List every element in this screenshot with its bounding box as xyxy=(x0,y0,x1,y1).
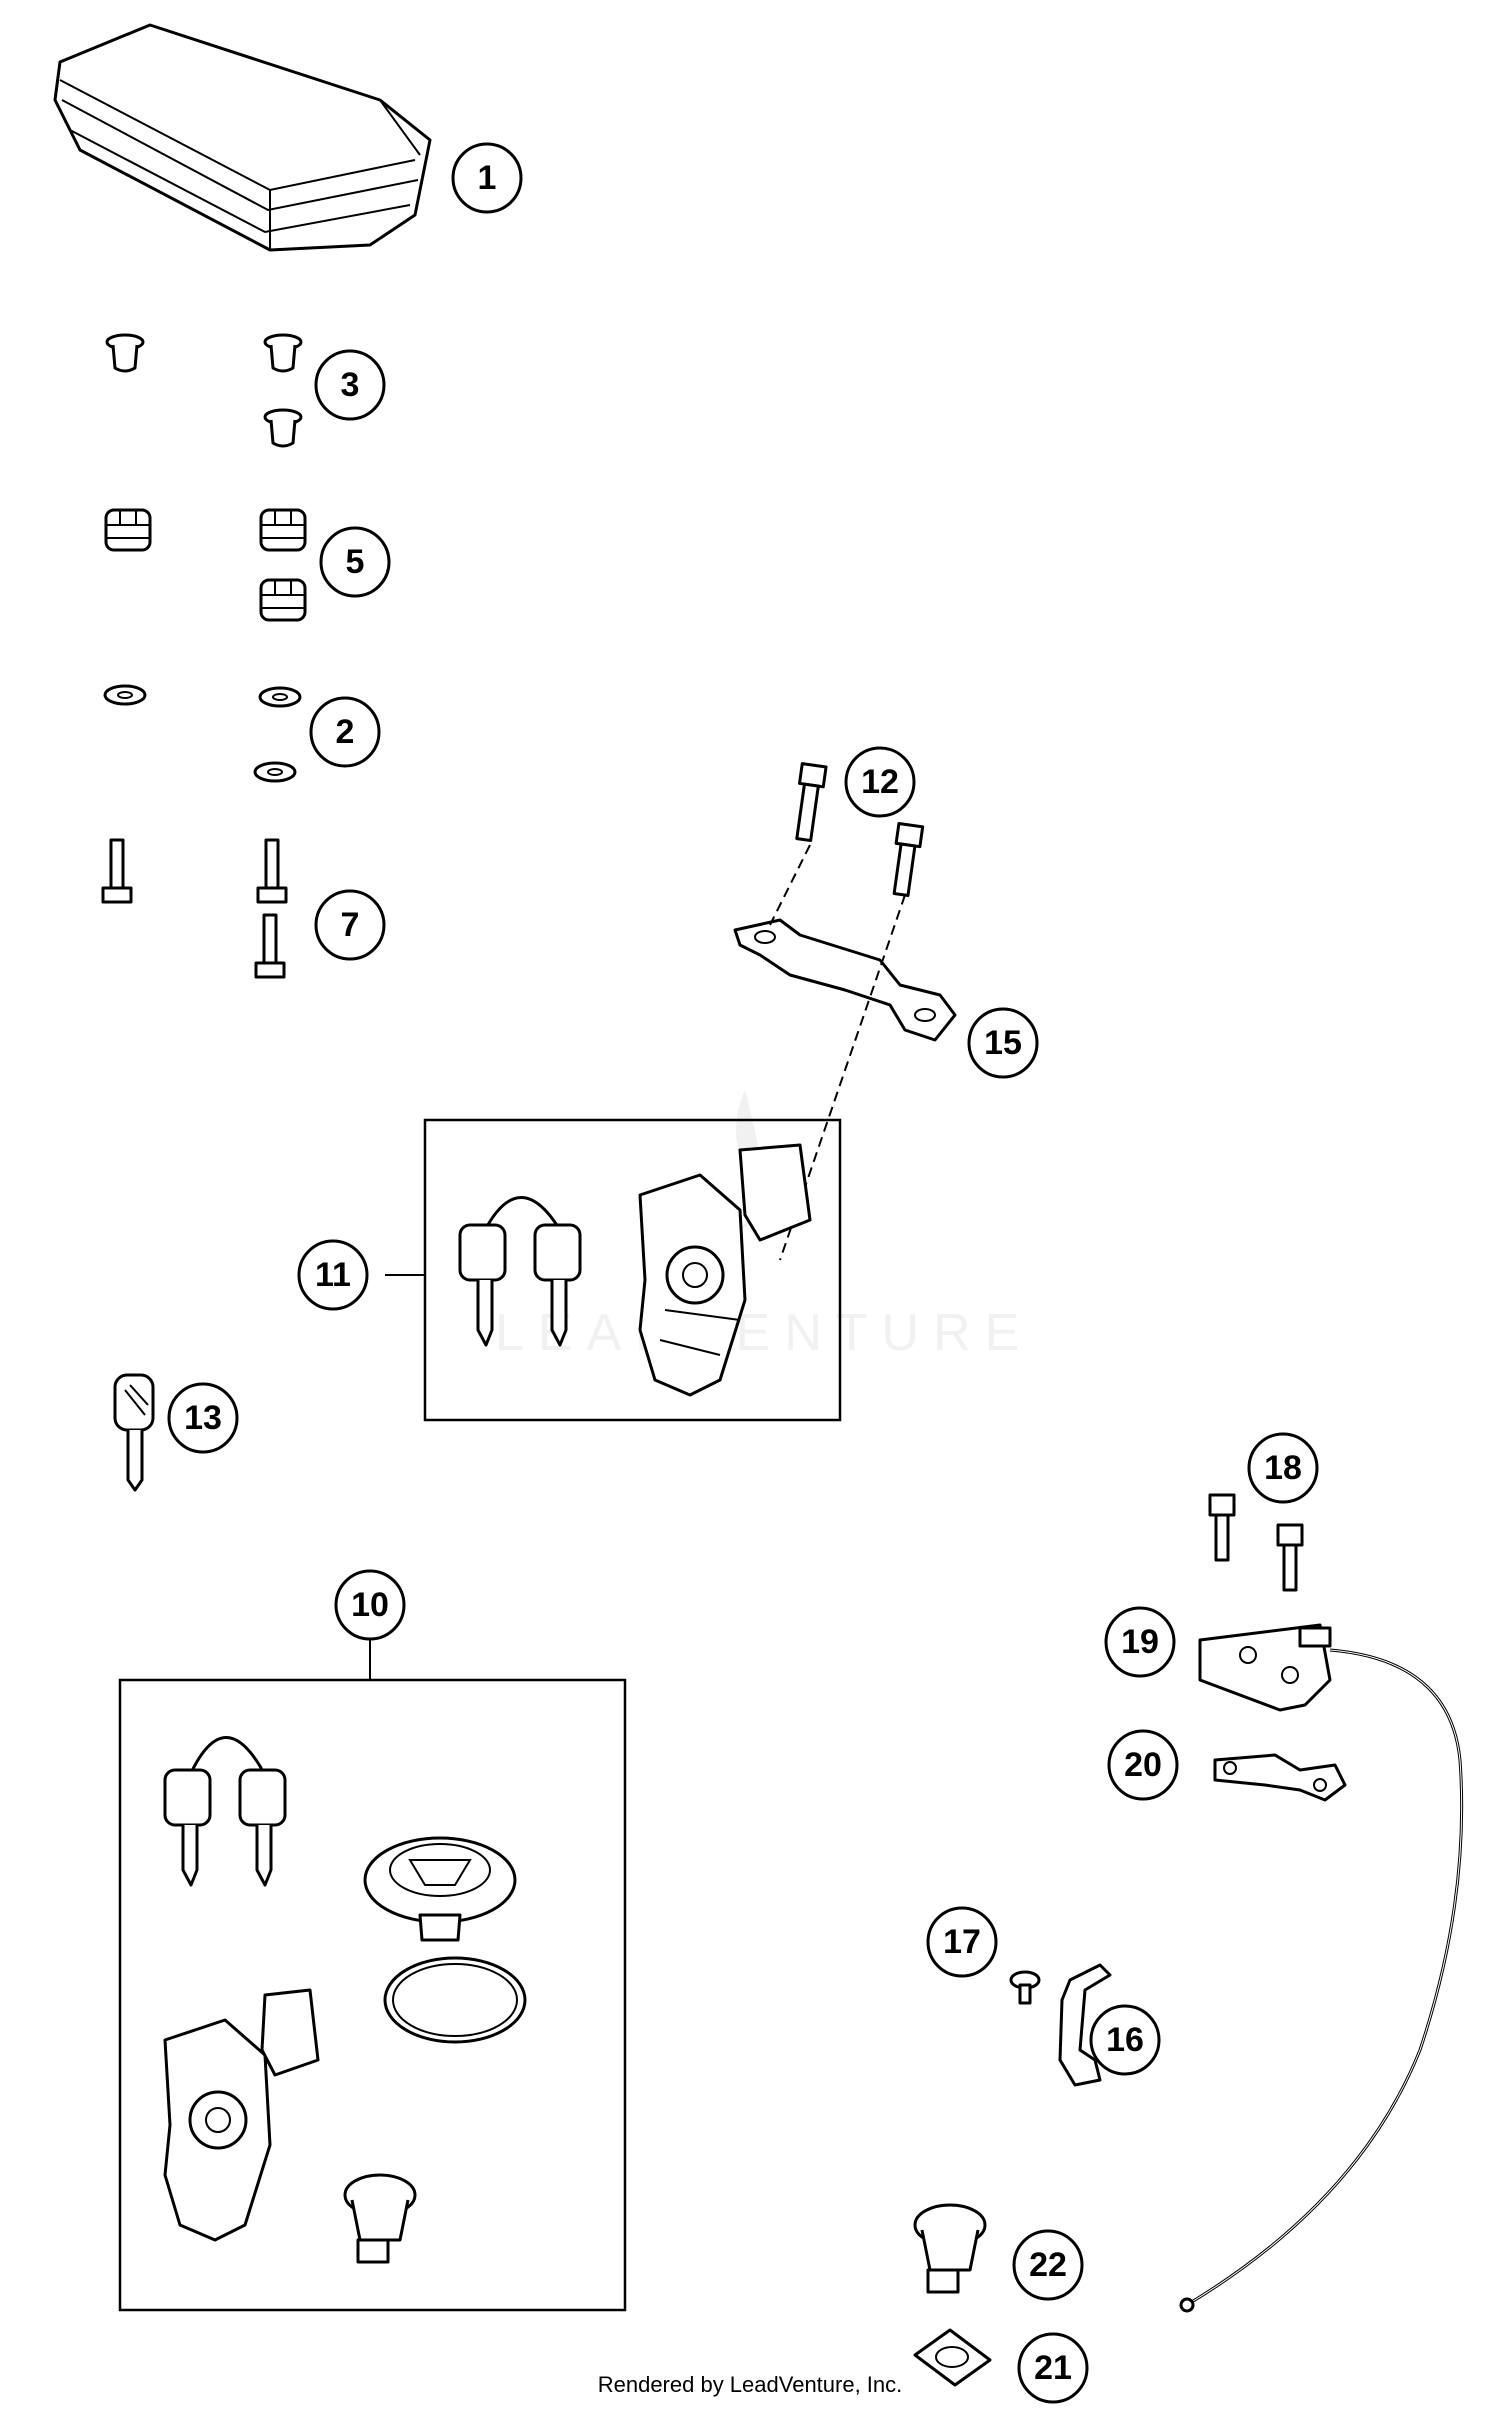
watermark-text: LEADVENTURE xyxy=(495,1304,1033,1362)
callout-1[interactable]: 1 xyxy=(451,142,523,214)
part-tank-lock-set[interactable] xyxy=(343,2173,417,2264)
callout-number: 13 xyxy=(184,1399,222,1437)
part-holder-bracket[interactable] xyxy=(1058,1963,1112,2087)
part-plate[interactable] xyxy=(1213,1753,1347,1802)
callout-circle xyxy=(926,1906,998,1978)
cable-end xyxy=(1179,2297,1195,2313)
release-cable-inner xyxy=(1189,1649,1463,2304)
callout-number: 18 xyxy=(1264,1449,1302,1487)
callout-number: 19 xyxy=(1121,1623,1159,1661)
part-gasket[interactable] xyxy=(913,2328,992,2387)
callout-17[interactable]: 17 xyxy=(926,1906,998,1978)
callout-2[interactable]: 2 xyxy=(309,696,381,768)
assembly-line xyxy=(769,844,811,926)
callout-number: 12 xyxy=(861,763,899,801)
callout-circle xyxy=(1012,2229,1084,2301)
part-bolts[interactable] xyxy=(101,838,288,979)
callout-15[interactable]: 15 xyxy=(967,1007,1039,1079)
part-seal-ring[interactable] xyxy=(383,1956,527,2044)
part-screw-17[interactable] xyxy=(1009,1970,1041,2005)
kit-box-10 xyxy=(118,1678,627,2312)
callout-circle xyxy=(319,526,391,598)
callout-5[interactable]: 5 xyxy=(319,526,391,598)
callout-number: 15 xyxy=(984,1024,1022,1062)
callout-circle xyxy=(1247,1432,1319,1504)
callout-circle xyxy=(297,1239,369,1311)
callout-circle xyxy=(1107,1729,1179,1801)
callout-circle xyxy=(967,1007,1039,1079)
footer-credit: Rendered by LeadVenture, Inc. xyxy=(597,2372,903,2397)
part-screws-18[interactable] xyxy=(1208,1493,1304,1592)
part-ignition-lock[interactable] xyxy=(638,1143,812,1397)
callout-circle xyxy=(334,1569,406,1641)
callout-circle xyxy=(1104,1606,1176,1678)
callout-20[interactable]: 20 xyxy=(1107,1729,1179,1801)
callout-number: 11 xyxy=(315,1256,351,1294)
part-tank-lock[interactable] xyxy=(913,2203,987,2294)
part-fuel-cap[interactable] xyxy=(363,1836,517,1942)
callout-number: 10 xyxy=(351,1586,389,1624)
callout-circle xyxy=(451,142,523,214)
callout-number: 3 xyxy=(341,366,360,404)
callout-number: 5 xyxy=(346,543,365,581)
callout-number: 2 xyxy=(336,713,355,751)
part-lock-plate[interactable] xyxy=(1198,1623,1332,1712)
callout-number: 20 xyxy=(1124,1746,1162,1784)
callout-number: 17 xyxy=(943,1923,981,1961)
callout-11[interactable]: 11 xyxy=(297,1239,369,1311)
callout-21[interactable]: 21 xyxy=(1017,2332,1089,2404)
callout-number: 21 xyxy=(1034,2349,1072,2387)
callout-circle xyxy=(314,889,386,961)
callout-circle xyxy=(309,696,381,768)
part-keys[interactable] xyxy=(458,1196,582,1347)
kit-box-11 xyxy=(423,1118,842,1422)
callout-10[interactable]: 10 xyxy=(334,1569,406,1641)
part-bushings[interactable] xyxy=(104,508,307,622)
part-key-blank[interactable] xyxy=(113,1373,155,1492)
part-keys-set[interactable] xyxy=(163,1736,287,1887)
part-grommets[interactable] xyxy=(105,333,303,448)
callout-number: 22 xyxy=(1029,2246,1067,2284)
callout-circle xyxy=(167,1382,239,1454)
callout-circle xyxy=(1017,2332,1089,2404)
callout-circle xyxy=(314,349,386,421)
callout-22[interactable]: 22 xyxy=(1012,2229,1084,2301)
part-bracket[interactable] xyxy=(733,918,957,1042)
part-display-unit[interactable] xyxy=(53,23,432,252)
callout-number: 16 xyxy=(1106,2021,1144,2059)
callout-12[interactable]: 12 xyxy=(844,746,916,818)
callout-number: 7 xyxy=(341,906,360,944)
callout-19[interactable]: 19 xyxy=(1104,1606,1176,1678)
callout-16[interactable]: 16 xyxy=(1089,2004,1161,2076)
part-ignition-lock-set[interactable] xyxy=(163,1988,320,2242)
callout-circle xyxy=(1089,2004,1161,2076)
callout-18[interactable]: 18 xyxy=(1247,1432,1319,1504)
callout-13[interactable]: 13 xyxy=(167,1382,239,1454)
part-screws[interactable] xyxy=(792,762,925,897)
part-washers[interactable] xyxy=(103,684,302,783)
release-cable[interactable] xyxy=(1189,1648,1464,2305)
callout-circle xyxy=(844,746,916,818)
callout-number: 1 xyxy=(478,159,497,197)
callout-3[interactable]: 3 xyxy=(314,349,386,421)
callout-7[interactable]: 7 xyxy=(314,889,386,961)
